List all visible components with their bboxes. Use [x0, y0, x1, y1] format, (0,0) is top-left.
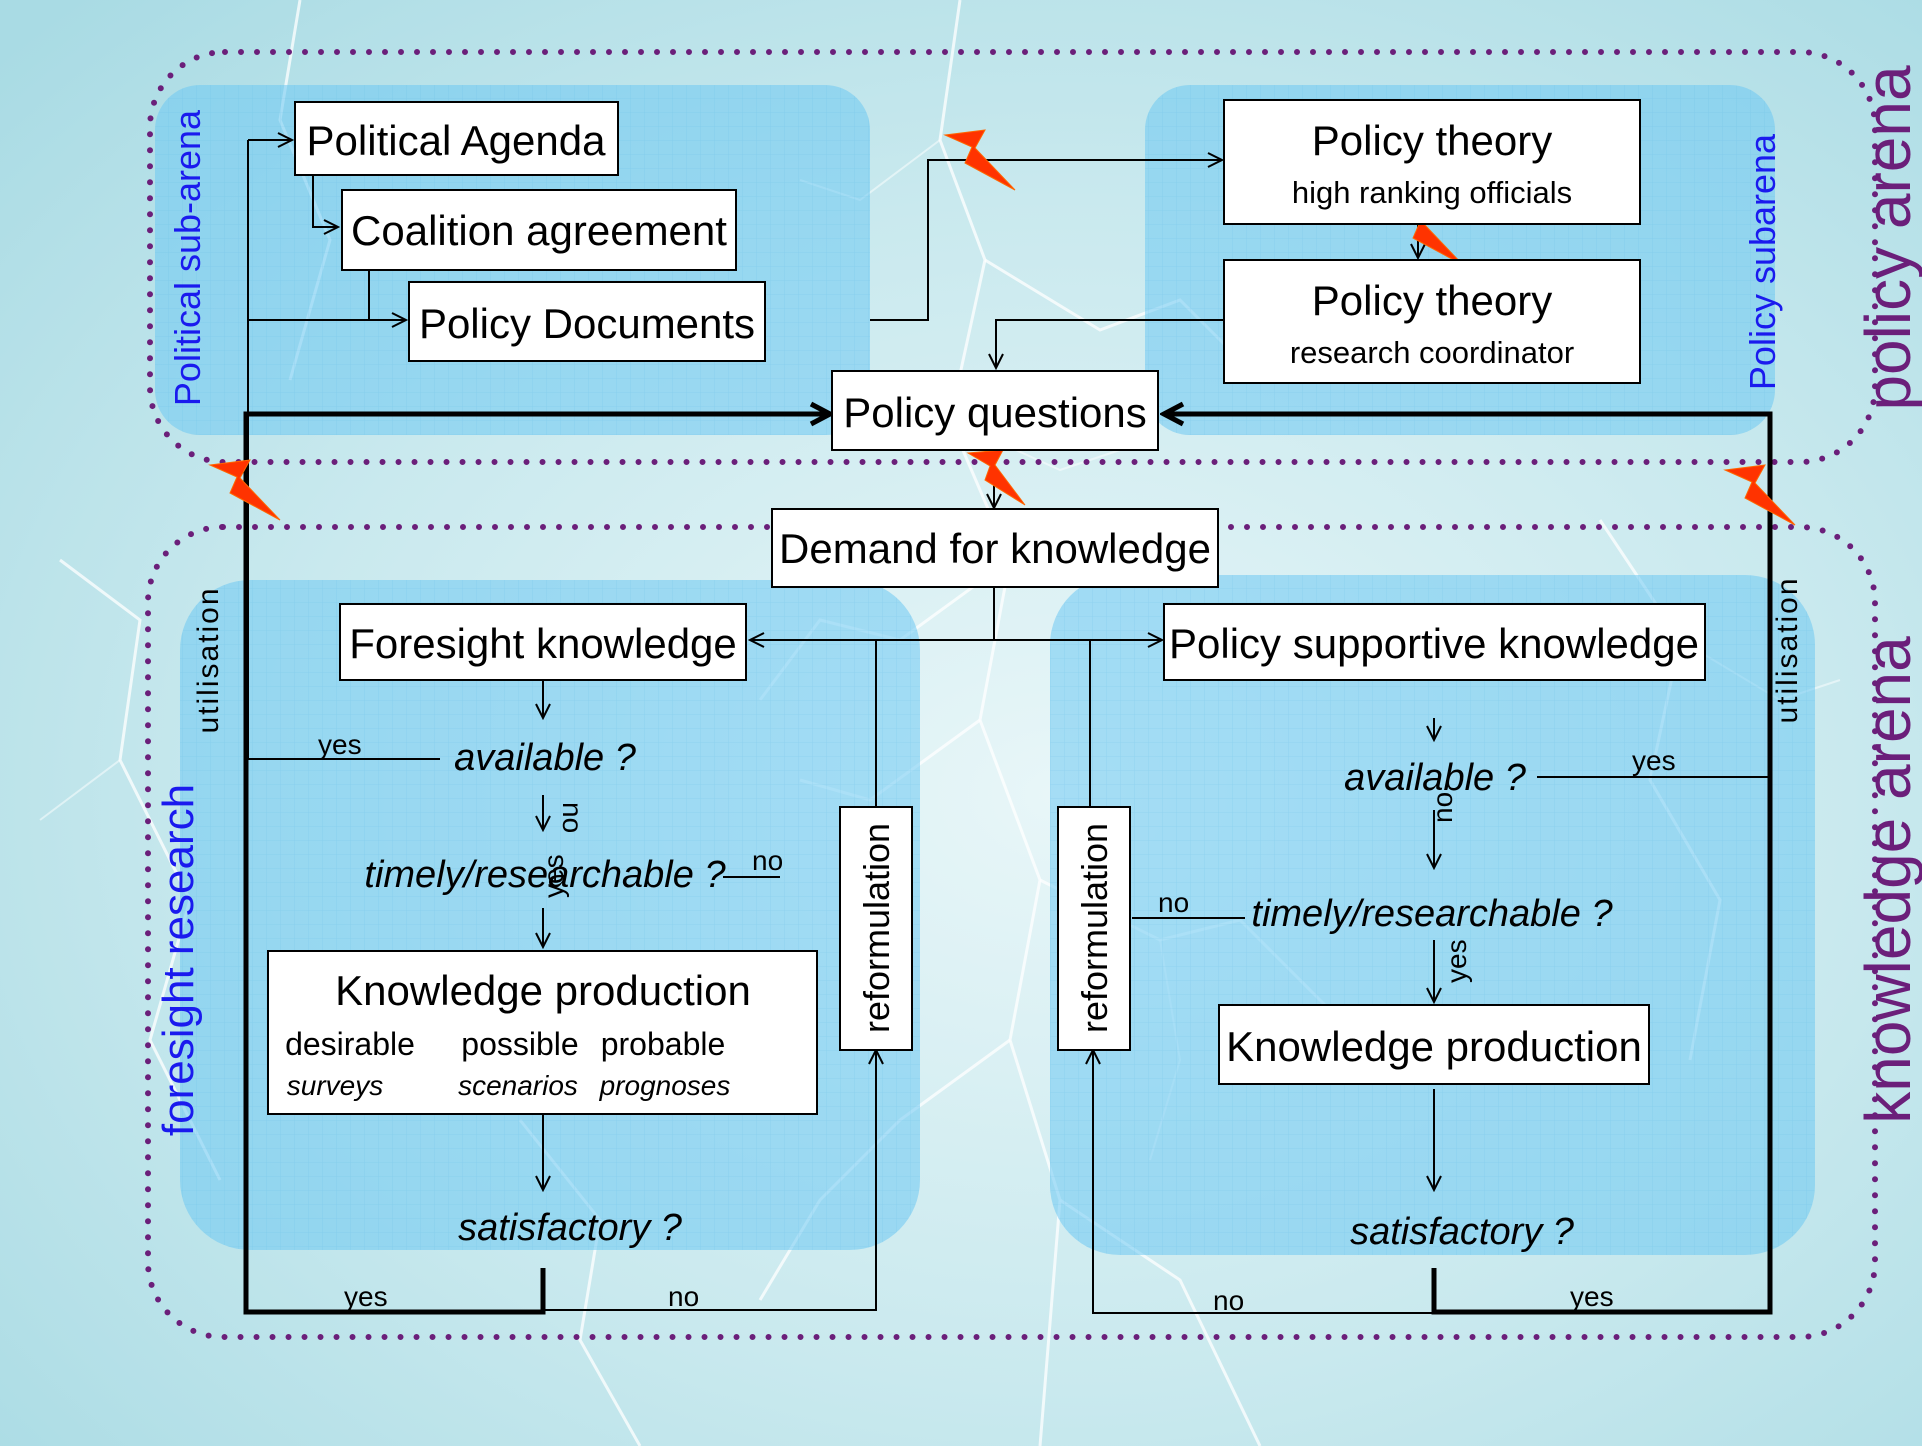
policy-questions-box: Policy questions: [843, 389, 1147, 436]
policy-theory-coordinator-title: Policy theory: [1312, 277, 1552, 324]
method-scenarios: scenarios: [458, 1070, 578, 1101]
available-question-left: available ?: [454, 737, 637, 779]
box-shapes: [267, 99, 1706, 1115]
policy-arena-label: policy arena: [1852, 65, 1922, 411]
lightning-bolt-icon: [208, 459, 281, 521]
knowledge-production-left-box: Knowledge production: [335, 967, 751, 1014]
policy-supportive-knowledge-box: Policy supportive knowledge: [1169, 620, 1699, 667]
knowledge-arena-label: knowledge arena: [1852, 636, 1922, 1124]
no-label: no: [668, 1281, 699, 1312]
no-label: no: [1427, 792, 1458, 823]
policy-theory-officials-title: Policy theory: [1312, 117, 1552, 164]
political-agenda-box: Political Agenda: [307, 117, 607, 164]
yes-label: yes: [318, 729, 362, 760]
lightning-bolt-icon: [943, 129, 1016, 191]
lightning-bolt-icon: [966, 449, 1026, 506]
yes-label: yes: [1570, 1281, 1614, 1312]
timely-question-left: timely/researchable ?: [364, 854, 726, 896]
foresight-research-label: foresight research: [154, 784, 203, 1136]
method-possible: possible: [461, 1026, 578, 1062]
political-subarena-label: Political sub-arena: [167, 109, 208, 406]
no-label: no: [1158, 887, 1189, 918]
method-probable: probable: [601, 1026, 726, 1062]
method-prognoses: prognoses: [599, 1070, 731, 1101]
utilisation-label-left: utilisation: [192, 586, 225, 733]
yes-label: yes: [1441, 939, 1472, 983]
reformulation-right-box: reformulation: [1074, 823, 1115, 1033]
method-desirable: desirable: [285, 1026, 415, 1062]
timely-question-right: timely/researchable ?: [1251, 893, 1613, 935]
yes-label: yes: [538, 854, 569, 898]
satisfactory-question-right: satisfactory ?: [1350, 1211, 1575, 1253]
no-label: no: [1213, 1285, 1244, 1316]
coalition-agreement-box: Coalition agreement: [351, 207, 727, 254]
no-label: no: [557, 802, 588, 833]
satisfactory-question-left: satisfactory ?: [458, 1207, 683, 1249]
lightning-bolt-icons: [208, 129, 1796, 526]
policy-documents-box: Policy Documents: [419, 300, 755, 347]
utilisation-label-right: utilisation: [1771, 576, 1804, 723]
utilisation-loops: [243, 414, 1773, 1315]
knowledge-production-right-box: Knowledge production: [1226, 1023, 1642, 1070]
knowledge-arena-boundary: [145, 524, 1878, 1340]
demand-for-knowledge-box: Demand for knowledge: [779, 525, 1211, 572]
yes-label: yes: [344, 1281, 388, 1312]
yes-label: yes: [1632, 745, 1676, 776]
available-question-right: available ?: [1344, 757, 1527, 799]
policy-theory-officials-subtitle: high ranking officials: [1292, 175, 1572, 210]
foresight-knowledge-box: Foresight knowledge: [349, 620, 737, 667]
reformulation-left-box: reformulation: [856, 823, 897, 1033]
policy-subarena-label: Policy subarena: [1742, 133, 1783, 390]
method-surveys: surveys: [287, 1070, 383, 1101]
policy-arena-boundary: [147, 49, 1878, 465]
policy-theory-coordinator-subtitle: research coordinator: [1290, 335, 1574, 370]
no-label: no: [752, 845, 783, 876]
lightning-bolt-icon: [1723, 464, 1796, 526]
